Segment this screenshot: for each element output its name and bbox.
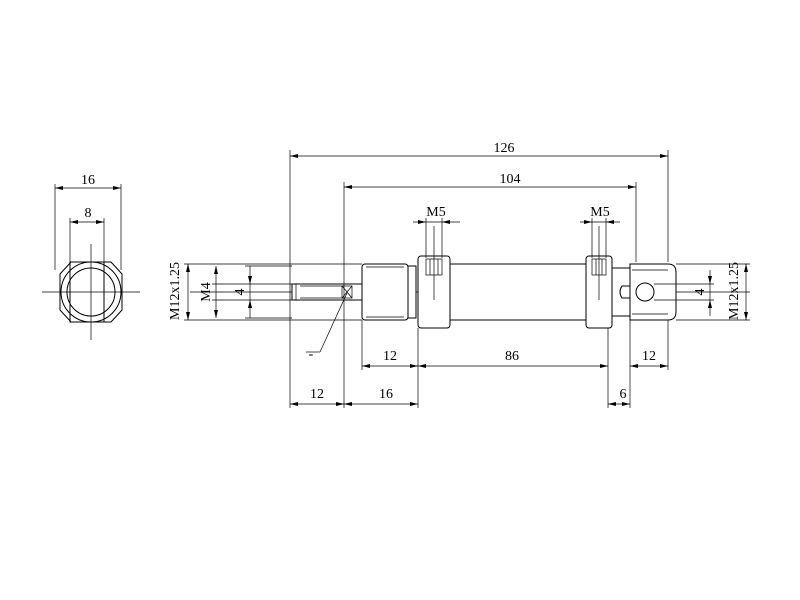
front-nose-thread-lines [366, 266, 404, 318]
rear-cap [611, 267, 631, 317]
dim-clevis-dia-4: 4 [693, 289, 708, 296]
rod-flat-mark [341, 285, 353, 299]
rod-thread-lines [300, 285, 344, 299]
cylinder-barrel [449, 263, 587, 321]
end-view-width-8: 8 [85, 206, 92, 221]
dim-rear-12: 12 [642, 349, 656, 364]
rear-clevis [629, 263, 677, 321]
dim-rod-thread-m4: M4 [199, 282, 214, 301]
dim-right-thread-m12: M12x1.25 [727, 262, 742, 320]
dim-rod-extension-12: 12 [310, 387, 324, 402]
end-view-width-16: 16 [81, 173, 95, 188]
piston-rod [291, 283, 365, 301]
flat-leader-line [319, 292, 348, 353]
dim-left-thread-m12: M12x1.25 [168, 262, 183, 320]
dim-body-104: 104 [500, 172, 521, 187]
dim-barrel-86: 86 [505, 349, 519, 364]
dim-left-port-m5: M5 [426, 205, 445, 220]
dim-rear-offset-6: 6 [620, 387, 627, 402]
flat-leader-label: - [309, 347, 314, 362]
clevis-pin-hole [635, 282, 655, 302]
front-nose [361, 263, 409, 321]
dim-front-16: 16 [379, 387, 393, 402]
dim-nose-12: 12 [383, 349, 397, 364]
end-view: 16 8 [42, 173, 140, 340]
dim-rod-dia-4: 4 [233, 289, 248, 296]
dim-overall-126: 126 [494, 141, 515, 156]
side-view: 126 104 M5 M5 M12x1.25 [168, 141, 750, 408]
dim-right-port-m5: M5 [590, 205, 609, 220]
end-view-hex [59, 261, 123, 323]
